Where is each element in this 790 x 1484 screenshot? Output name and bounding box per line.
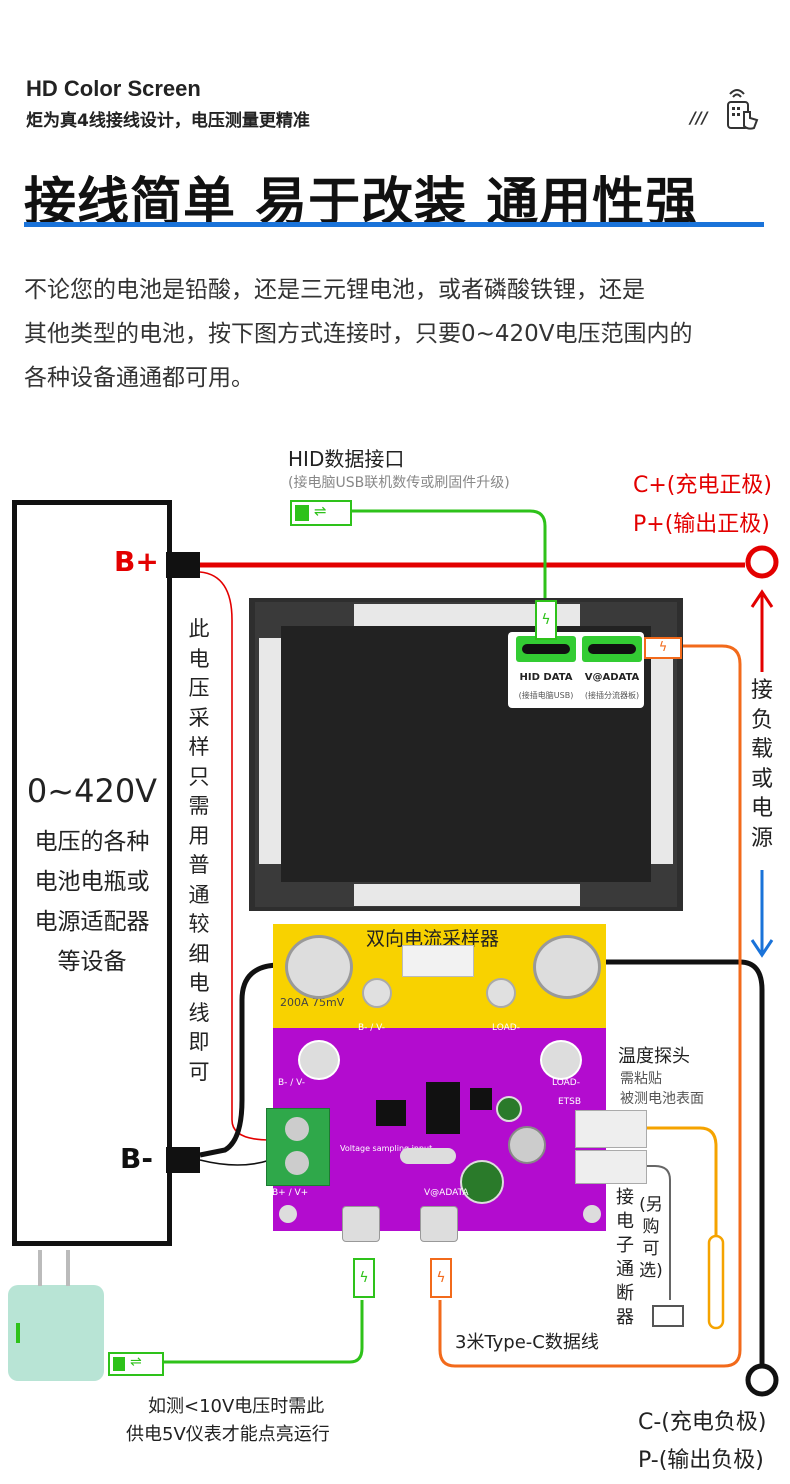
power-note-line2: 供电5V仪表才能点亮运行 <box>126 1424 330 1445</box>
intro-line-3: 各种设备通通都可用。 <box>24 365 254 391</box>
pcb-crystal <box>400 1148 456 1164</box>
pcb-chip-2 <box>376 1100 406 1126</box>
arrow-down-blue <box>750 870 774 958</box>
usb-icon-power: ⇌ <box>108 1352 164 1376</box>
pcb-vadata-label: V@ADATA <box>424 1188 469 1198</box>
pcb-pad-left <box>298 1040 340 1080</box>
battery-desc-line3: 电源适配器 <box>34 909 150 935</box>
pcb-etsb-connector[interactable] <box>575 1110 647 1148</box>
header-subtitle-en: HD Color Screen <box>26 76 201 101</box>
shunt-screw-right <box>486 978 516 1008</box>
pcb-capacitor-2 <box>460 1160 504 1204</box>
voltage-sample-wire-black <box>199 1159 271 1166</box>
pcb-main-chip <box>426 1082 460 1134</box>
hid-port[interactable] <box>516 636 576 662</box>
touch-phone-icon <box>727 89 759 130</box>
bminus-terminal <box>166 1147 200 1173</box>
shunt-bolt-right <box>533 935 601 999</box>
cminus-label: C-(充电负极) <box>638 1410 767 1435</box>
screen-port1-sub: (接插电脑USB) <box>518 691 574 700</box>
intro-text: 不论您的电池是铅酸，还是三元锂电池，或者磷酸铁锂，还是 其他类型的电池，按下图方… <box>24 268 784 400</box>
pcb-bminus-side: B- / V- <box>278 1078 306 1088</box>
pcb-bminus-label: B- / V- <box>358 1023 386 1033</box>
hid-cable <box>350 509 547 600</box>
bminus-wire <box>199 962 300 1158</box>
battery-box <box>12 500 172 1246</box>
shunt-connector <box>402 945 474 977</box>
temp-probe <box>707 1234 725 1330</box>
cminus-terminal <box>745 1363 779 1397</box>
plug-icon-hid: ϟ <box>535 600 557 640</box>
load-note: 接负载或电源 <box>750 678 773 851</box>
header-subtitle-cn: 炬为真4线接线设计，电压测量更精准 <box>26 111 310 131</box>
plug-icon-data: ϟ <box>430 1258 452 1298</box>
battery-desc-line4: 等设备 <box>57 949 127 975</box>
bminus-label: B- <box>120 1142 153 1175</box>
data-cable <box>438 644 742 1368</box>
power-adapter <box>8 1285 104 1381</box>
screen-port2-label: V@ADATA <box>584 672 640 683</box>
hid-subtitle: (接电脑USB联机数传或刷固件升级) <box>288 475 510 491</box>
pcb-capacitor-1 <box>508 1126 546 1164</box>
pcb-typec-left[interactable] <box>342 1206 380 1242</box>
relay-cable <box>645 1165 671 1300</box>
battery-desc-line1: 电压的各种 <box>34 829 150 855</box>
plug-icon-power: ϟ <box>353 1258 375 1298</box>
bplus-label: B+ <box>114 545 159 578</box>
pcb-load-label: LOAD- <box>492 1023 520 1033</box>
shunt-bolt-left <box>285 935 353 999</box>
battery-desc: 电压的各种 电池电瓶或 电源适配器 等设备 <box>17 822 167 982</box>
pcb-chip-3 <box>470 1088 492 1110</box>
intro-line-1: 不论您的电池是铅酸，还是三元锂电池，或者磷酸铁锂，还是 <box>24 277 645 303</box>
temp-title: 温度探头 <box>618 1046 690 1067</box>
pplus-terminal <box>745 545 779 579</box>
temp-probe-cable <box>645 1126 718 1325</box>
shunt-screw-left <box>362 978 392 1008</box>
header-slashes: /// <box>690 108 708 127</box>
pcb-typec-right[interactable] <box>420 1206 458 1242</box>
pcb-pad-right <box>540 1040 582 1080</box>
battery-voltage: 0~420V <box>26 772 158 810</box>
pcb-mount-hole-2 <box>583 1205 601 1223</box>
temp-line2: 被测电池表面 <box>620 1091 704 1107</box>
relay-connector <box>652 1305 684 1327</box>
cplus-label: C+(充电正极) <box>633 473 772 498</box>
relay-note: 接电子通断器 <box>616 1187 634 1328</box>
screen-port2-sub: (接插分流器板) <box>584 691 640 700</box>
pcb-capacitor-3 <box>496 1096 522 1122</box>
plug-icon-screen-data: ϟ <box>644 637 682 659</box>
arrow-up-red <box>750 589 774 672</box>
screen-port1-label: HID DATA <box>519 672 573 683</box>
adapter-prong-left <box>38 1250 42 1286</box>
power-cable <box>160 1300 364 1364</box>
title-underline <box>24 222 764 227</box>
pplus-label: P+(输出正极) <box>633 512 770 537</box>
pcb-load-side: LOAD- <box>552 1078 580 1088</box>
pcb-mount-hole-1 <box>279 1205 297 1223</box>
pcb-bplus-label: B+ / V+ <box>272 1188 309 1198</box>
voltage-terminal-block[interactable] <box>266 1108 330 1186</box>
cable-note: 3米Type-C数据线 <box>455 1332 599 1353</box>
power-note-line1: 如测<10V电压时需此 <box>148 1396 325 1417</box>
relay-optional: (另购可选) <box>639 1195 663 1281</box>
pcb-relay-connector[interactable] <box>575 1150 647 1184</box>
pcb-voltage-input: Voltage sampling input <box>340 1144 433 1153</box>
intro-line-2: 其他类型的电池，按下图方式连接时，只要0~420V电压范围内的 <box>24 321 693 347</box>
voltage-sample-wire-red <box>199 571 271 1141</box>
shunt-title: 双向电流采样器 <box>366 928 500 950</box>
battery-desc-line2: 电池电瓶或 <box>34 869 150 895</box>
bplus-terminal <box>166 552 200 578</box>
adapter-prong-right <box>66 1250 70 1286</box>
temp-line1: 需粘贴 <box>620 1071 662 1087</box>
shunt-marking: 200A 75mV <box>280 996 345 1009</box>
sampling-note: 此电压采样只需用普通较细电线即可 <box>188 617 210 1084</box>
usb-icon-hid: ⇌ <box>290 500 352 526</box>
pcb-etsb-label: ETSB <box>558 1097 582 1107</box>
vadata-port[interactable] <box>582 636 642 662</box>
hid-title: HID数据接口 <box>288 447 405 471</box>
pminus-label: P-(输出负极) <box>638 1448 764 1473</box>
